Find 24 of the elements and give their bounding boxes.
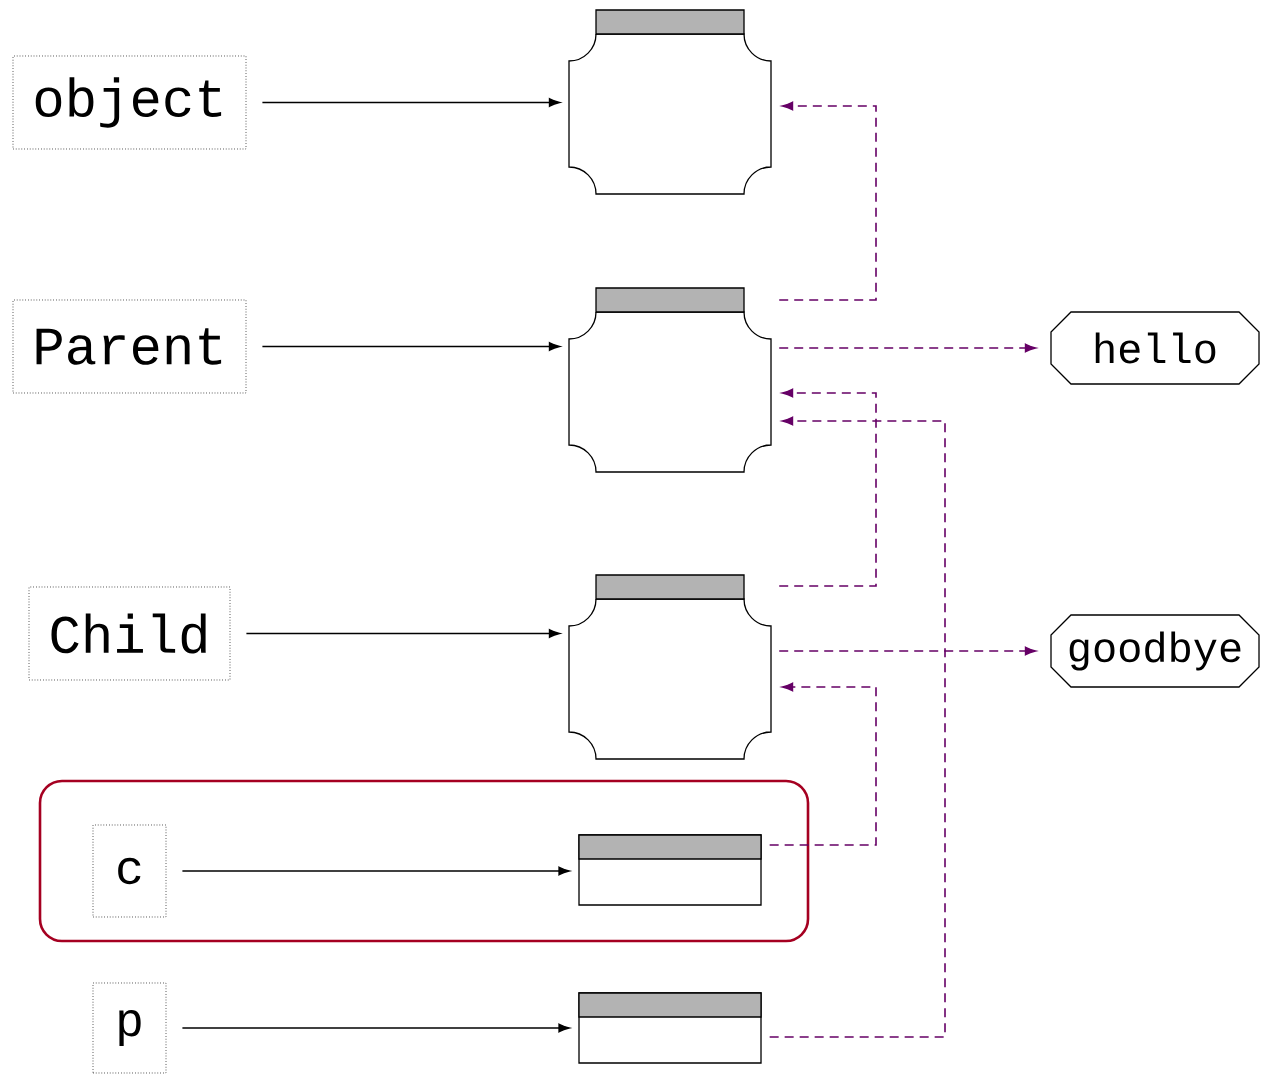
arrow	[261, 98, 561, 107]
arrow	[181, 866, 570, 876]
class-object-shape	[568, 287, 772, 473]
arrow	[261, 342, 561, 351]
value-octagon: hello	[1050, 311, 1260, 385]
variable-name-box: Parent	[12, 299, 247, 394]
class-object-shape	[568, 574, 772, 760]
variable-name-box: object	[12, 55, 247, 150]
variable-name-box: c	[92, 824, 167, 918]
arrow	[778, 343, 1037, 353]
arrow	[768, 416, 946, 1038]
arrow	[768, 682, 877, 846]
highlight-frame	[38, 779, 810, 943]
arrow	[778, 388, 877, 587]
arrow	[181, 1023, 570, 1033]
instance-object-box	[578, 992, 762, 1064]
arrow	[245, 629, 561, 638]
variable-name-box: Child	[28, 586, 231, 681]
class-object-shape	[568, 9, 772, 195]
arrow	[778, 646, 1037, 656]
arrow	[778, 101, 877, 301]
variable-name-box: p	[92, 982, 167, 1074]
instance-object-box	[578, 834, 762, 906]
value-octagon: goodbye	[1050, 614, 1260, 688]
